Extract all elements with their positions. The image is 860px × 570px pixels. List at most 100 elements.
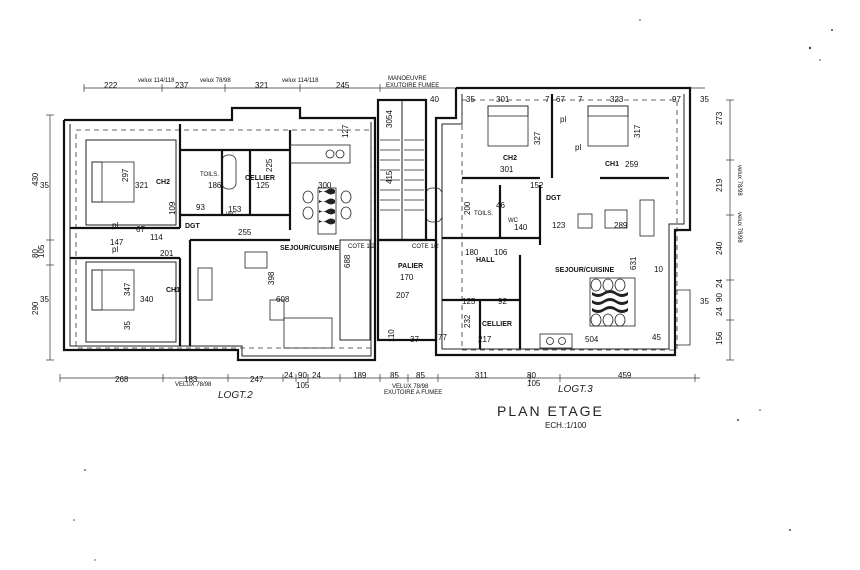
- dim-398: 398: [267, 271, 276, 285]
- dim-152: 152: [530, 181, 544, 190]
- dim-200: 200: [463, 201, 472, 215]
- dim-bot-105r: 105: [527, 379, 541, 388]
- logt3-walls: [425, 86, 692, 357]
- room-cellier-left: CELLIER: [245, 175, 275, 182]
- note-velux-right-2: velux 78/98: [736, 212, 742, 243]
- room-labels: CH2 CH1 TOILS. CELLIER DGT WC SEJOUR/CUI…: [112, 115, 619, 328]
- dim-top-40: 40: [430, 95, 439, 104]
- dim-67: 67: [136, 225, 145, 234]
- dim-106: 106: [494, 248, 508, 257]
- room-palier: PALIER: [398, 263, 423, 270]
- dim-bot-311: 311: [475, 371, 488, 380]
- dim-right-24b: 24: [715, 307, 724, 316]
- dim-sej-l-w: 300: [318, 181, 332, 190]
- dim-ch1-r-w: 317: [633, 124, 642, 138]
- bottom-dimension-labels: 268 183 247 24 90 24 189 105 85 85 311 8…: [115, 371, 632, 390]
- dim-bot-183: 183: [184, 375, 198, 384]
- room-toils-left: TOILS.: [200, 172, 219, 178]
- note-velux-bot-2: VELUX 78/98: [392, 384, 429, 390]
- room-pl-left-2: pl: [112, 245, 118, 254]
- dim-ch2-l-h: 297: [121, 168, 130, 182]
- dim-top-321: 321: [255, 81, 269, 90]
- dim-left-105: 105: [37, 244, 46, 258]
- dim-bot-459: 459: [618, 371, 632, 380]
- dim-10: 10: [654, 265, 663, 274]
- dim-bot-189: 189: [353, 371, 367, 380]
- dim-217: 217: [478, 335, 492, 344]
- dim-153: 153: [228, 205, 242, 214]
- room-ch2-right: CH2: [503, 155, 517, 162]
- dim-palier-170: 170: [400, 273, 414, 282]
- dim-109: 109: [168, 201, 177, 215]
- dim-right-240: 240: [715, 241, 724, 255]
- plan-title: PLAN ETAGE: [497, 403, 604, 419]
- dim-top-67: 67: [556, 95, 565, 104]
- dim-bot-80: 80: [527, 371, 536, 380]
- room-ch1-right: CH1: [605, 161, 619, 168]
- dim-ch1-r-h: 259: [625, 160, 639, 169]
- dim-right-219: 219: [715, 178, 724, 192]
- left-dimension-labels: 430 35 80 105 290 35: [31, 172, 49, 315]
- dim-255: 255: [238, 228, 252, 237]
- plan-scale: ECH.:1/100: [545, 421, 587, 430]
- dim-left-80: 80: [31, 249, 40, 258]
- dim-left-35b: 35: [40, 295, 49, 304]
- dim-415: 415: [385, 170, 394, 184]
- note-velux-top-3: velux 114/118: [282, 78, 319, 84]
- dim-toils-l: 186: [208, 181, 222, 190]
- dim-top-301: 301: [496, 95, 510, 104]
- room-dgt-right: DGT: [546, 195, 562, 202]
- room-pl-right-2: pl: [575, 143, 581, 152]
- dim-3054: 3054: [385, 110, 394, 128]
- dim-147: 147: [110, 238, 124, 247]
- dim-180: 180: [465, 248, 479, 257]
- room-dgt-left: DGT: [185, 223, 201, 230]
- dim-114: 114: [150, 233, 163, 242]
- dim-ch2-r-w: 301: [500, 165, 514, 174]
- dim-top-222: 222: [104, 81, 118, 90]
- room-hall: HALL: [476, 257, 495, 264]
- dim-sej-l-h: 608: [276, 295, 290, 304]
- room-sejour-left: SEJOUR/CUISINE: [280, 245, 339, 252]
- dim-110: 110: [387, 329, 396, 342]
- dim-688: 688: [343, 254, 352, 268]
- right-dimension-labels: 273 219 240 24 90 24 156 35: [700, 111, 724, 345]
- note-velux-right-1: velux 78/98: [736, 165, 742, 196]
- dim-77: 77: [438, 333, 447, 342]
- dim-289: 289: [614, 221, 628, 230]
- note-cote-1: COTE 1/2: [348, 244, 375, 250]
- dim-right-90: 90: [715, 293, 724, 302]
- note-exutoire-bot: EXUTOIRE A FUMEE: [384, 390, 442, 396]
- top-dimension-labels: 222 237 321 245 40 35 301 7 67 7 323 97 …: [104, 81, 709, 104]
- dim-92: 92: [498, 297, 507, 306]
- dim-bot-85a: 85: [390, 371, 399, 380]
- dim-225: 225: [265, 158, 274, 172]
- dim-125r: 125: [462, 297, 476, 306]
- dim-ch2-l-w: 321: [135, 181, 149, 190]
- dim-top-7b: 7: [578, 95, 583, 104]
- dim-140: 140: [514, 223, 528, 232]
- dim-top-323: 323: [610, 95, 624, 104]
- note-velux-top-1: velux 114/118: [138, 78, 175, 84]
- scan-specks: [73, 19, 833, 561]
- logt2-table-hatch: [319, 188, 335, 225]
- dim-top-97: 97: [672, 95, 681, 104]
- dim-37: 37: [410, 335, 419, 344]
- stair-core: [376, 98, 438, 342]
- room-ch2-left: CH2: [156, 179, 170, 186]
- dim-232: 232: [463, 314, 472, 328]
- dim-ch1-l-h: 347: [123, 282, 132, 296]
- note-manoeuvre: MANOEUVRE: [388, 76, 427, 82]
- logt3-table-hatch: [592, 290, 628, 313]
- notes: velux 114/118 velux 78/98 velux 114/118 …: [138, 76, 742, 396]
- dim-46: 46: [496, 201, 505, 210]
- dim-bot-90: 90: [298, 371, 307, 380]
- room-wc-left: WC: [226, 212, 237, 218]
- dim-left-290: 290: [31, 301, 40, 315]
- room-wc-right: WC: [508, 218, 519, 224]
- dim-top-245: 245: [336, 81, 350, 90]
- unit-label-right: LOGT.3: [558, 384, 593, 395]
- dim-35: 35: [123, 321, 132, 330]
- dim-cellier-l: 125: [256, 181, 270, 190]
- dim-top-35b: 35: [700, 95, 709, 104]
